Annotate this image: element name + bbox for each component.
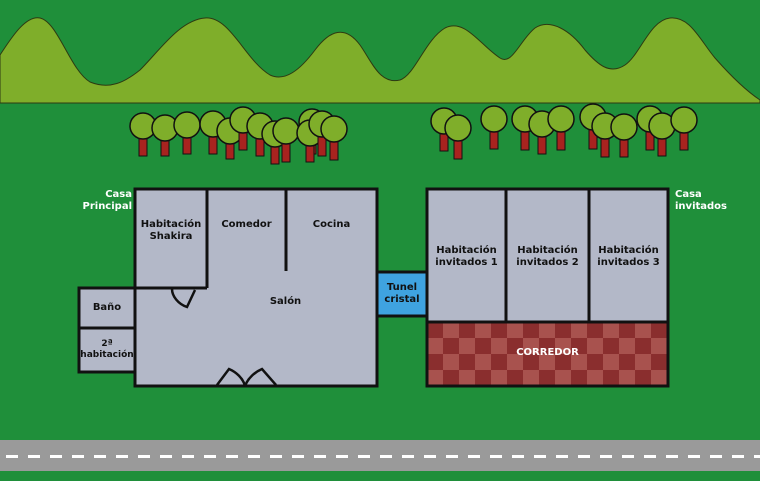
road-dash bbox=[468, 455, 480, 458]
corridor-floor bbox=[425, 320, 670, 388]
road-dash bbox=[688, 455, 700, 458]
guest-room-1-label: Habitación invitados 1 bbox=[435, 245, 498, 268]
road-dash bbox=[182, 455, 194, 458]
tree-icon bbox=[480, 105, 508, 150]
road-dash bbox=[424, 455, 436, 458]
road-dash bbox=[578, 455, 590, 458]
dining-label: Comedor bbox=[221, 219, 272, 230]
road-dash bbox=[644, 455, 656, 458]
tree-icon bbox=[670, 106, 698, 151]
road-dash bbox=[248, 455, 260, 458]
road-dash bbox=[358, 455, 370, 458]
guest-house-label: Casa invitados bbox=[675, 189, 728, 212]
road-dash bbox=[754, 455, 760, 458]
second-room bbox=[77, 326, 137, 374]
road-dash bbox=[160, 455, 172, 458]
guest-room-2-label: Habitación invitados 2 bbox=[516, 245, 579, 268]
road-dash bbox=[72, 455, 84, 458]
tunnel-label: Tunel cristal bbox=[384, 282, 420, 305]
guest-room-3-label: Habitación invitados 3 bbox=[597, 245, 660, 268]
tree-icon bbox=[610, 113, 638, 158]
road-dash bbox=[6, 455, 18, 458]
road-dash bbox=[226, 455, 238, 458]
road-center-markings bbox=[6, 455, 760, 458]
living-label: Salón bbox=[269, 296, 302, 307]
tree-icon bbox=[151, 114, 179, 157]
road-dash bbox=[270, 455, 282, 458]
road-dash bbox=[490, 455, 502, 458]
road-dash bbox=[600, 455, 612, 458]
road-dash bbox=[380, 455, 392, 458]
road-dash bbox=[622, 455, 634, 458]
road-dash bbox=[138, 455, 150, 458]
road-dash bbox=[116, 455, 128, 458]
tree-icon bbox=[547, 105, 575, 151]
road-dash bbox=[204, 455, 216, 458]
tree-icon bbox=[444, 114, 472, 160]
road-dash bbox=[292, 455, 304, 458]
road-dash bbox=[534, 455, 546, 458]
room-shakira-label: Habitación Shakira bbox=[140, 219, 202, 242]
second-room-label: 2ª habitación bbox=[80, 339, 134, 360]
kitchen-label: Cocina bbox=[312, 219, 351, 230]
tree-icon bbox=[129, 112, 157, 157]
tree-group bbox=[129, 103, 698, 165]
road-dash bbox=[94, 455, 106, 458]
door-swing-icon bbox=[170, 288, 197, 309]
door-swing-icon bbox=[216, 367, 247, 387]
road-dash bbox=[446, 455, 458, 458]
road-dash bbox=[556, 455, 568, 458]
main-house-label: Casa Principal bbox=[82, 189, 133, 212]
road-dash bbox=[314, 455, 326, 458]
road-dash bbox=[710, 455, 722, 458]
hills bbox=[0, 17, 760, 104]
road-dash bbox=[336, 455, 348, 458]
road-dash bbox=[402, 455, 414, 458]
door-swing-icon bbox=[243, 367, 277, 387]
corridor-label: CORREDOR bbox=[516, 347, 579, 358]
road-dash bbox=[512, 455, 524, 458]
road-dash bbox=[666, 455, 678, 458]
road-dash bbox=[732, 455, 744, 458]
road-dash bbox=[28, 455, 40, 458]
bathroom-label: Baño bbox=[92, 302, 122, 313]
road-dash bbox=[50, 455, 62, 458]
tree-icon bbox=[320, 115, 348, 161]
